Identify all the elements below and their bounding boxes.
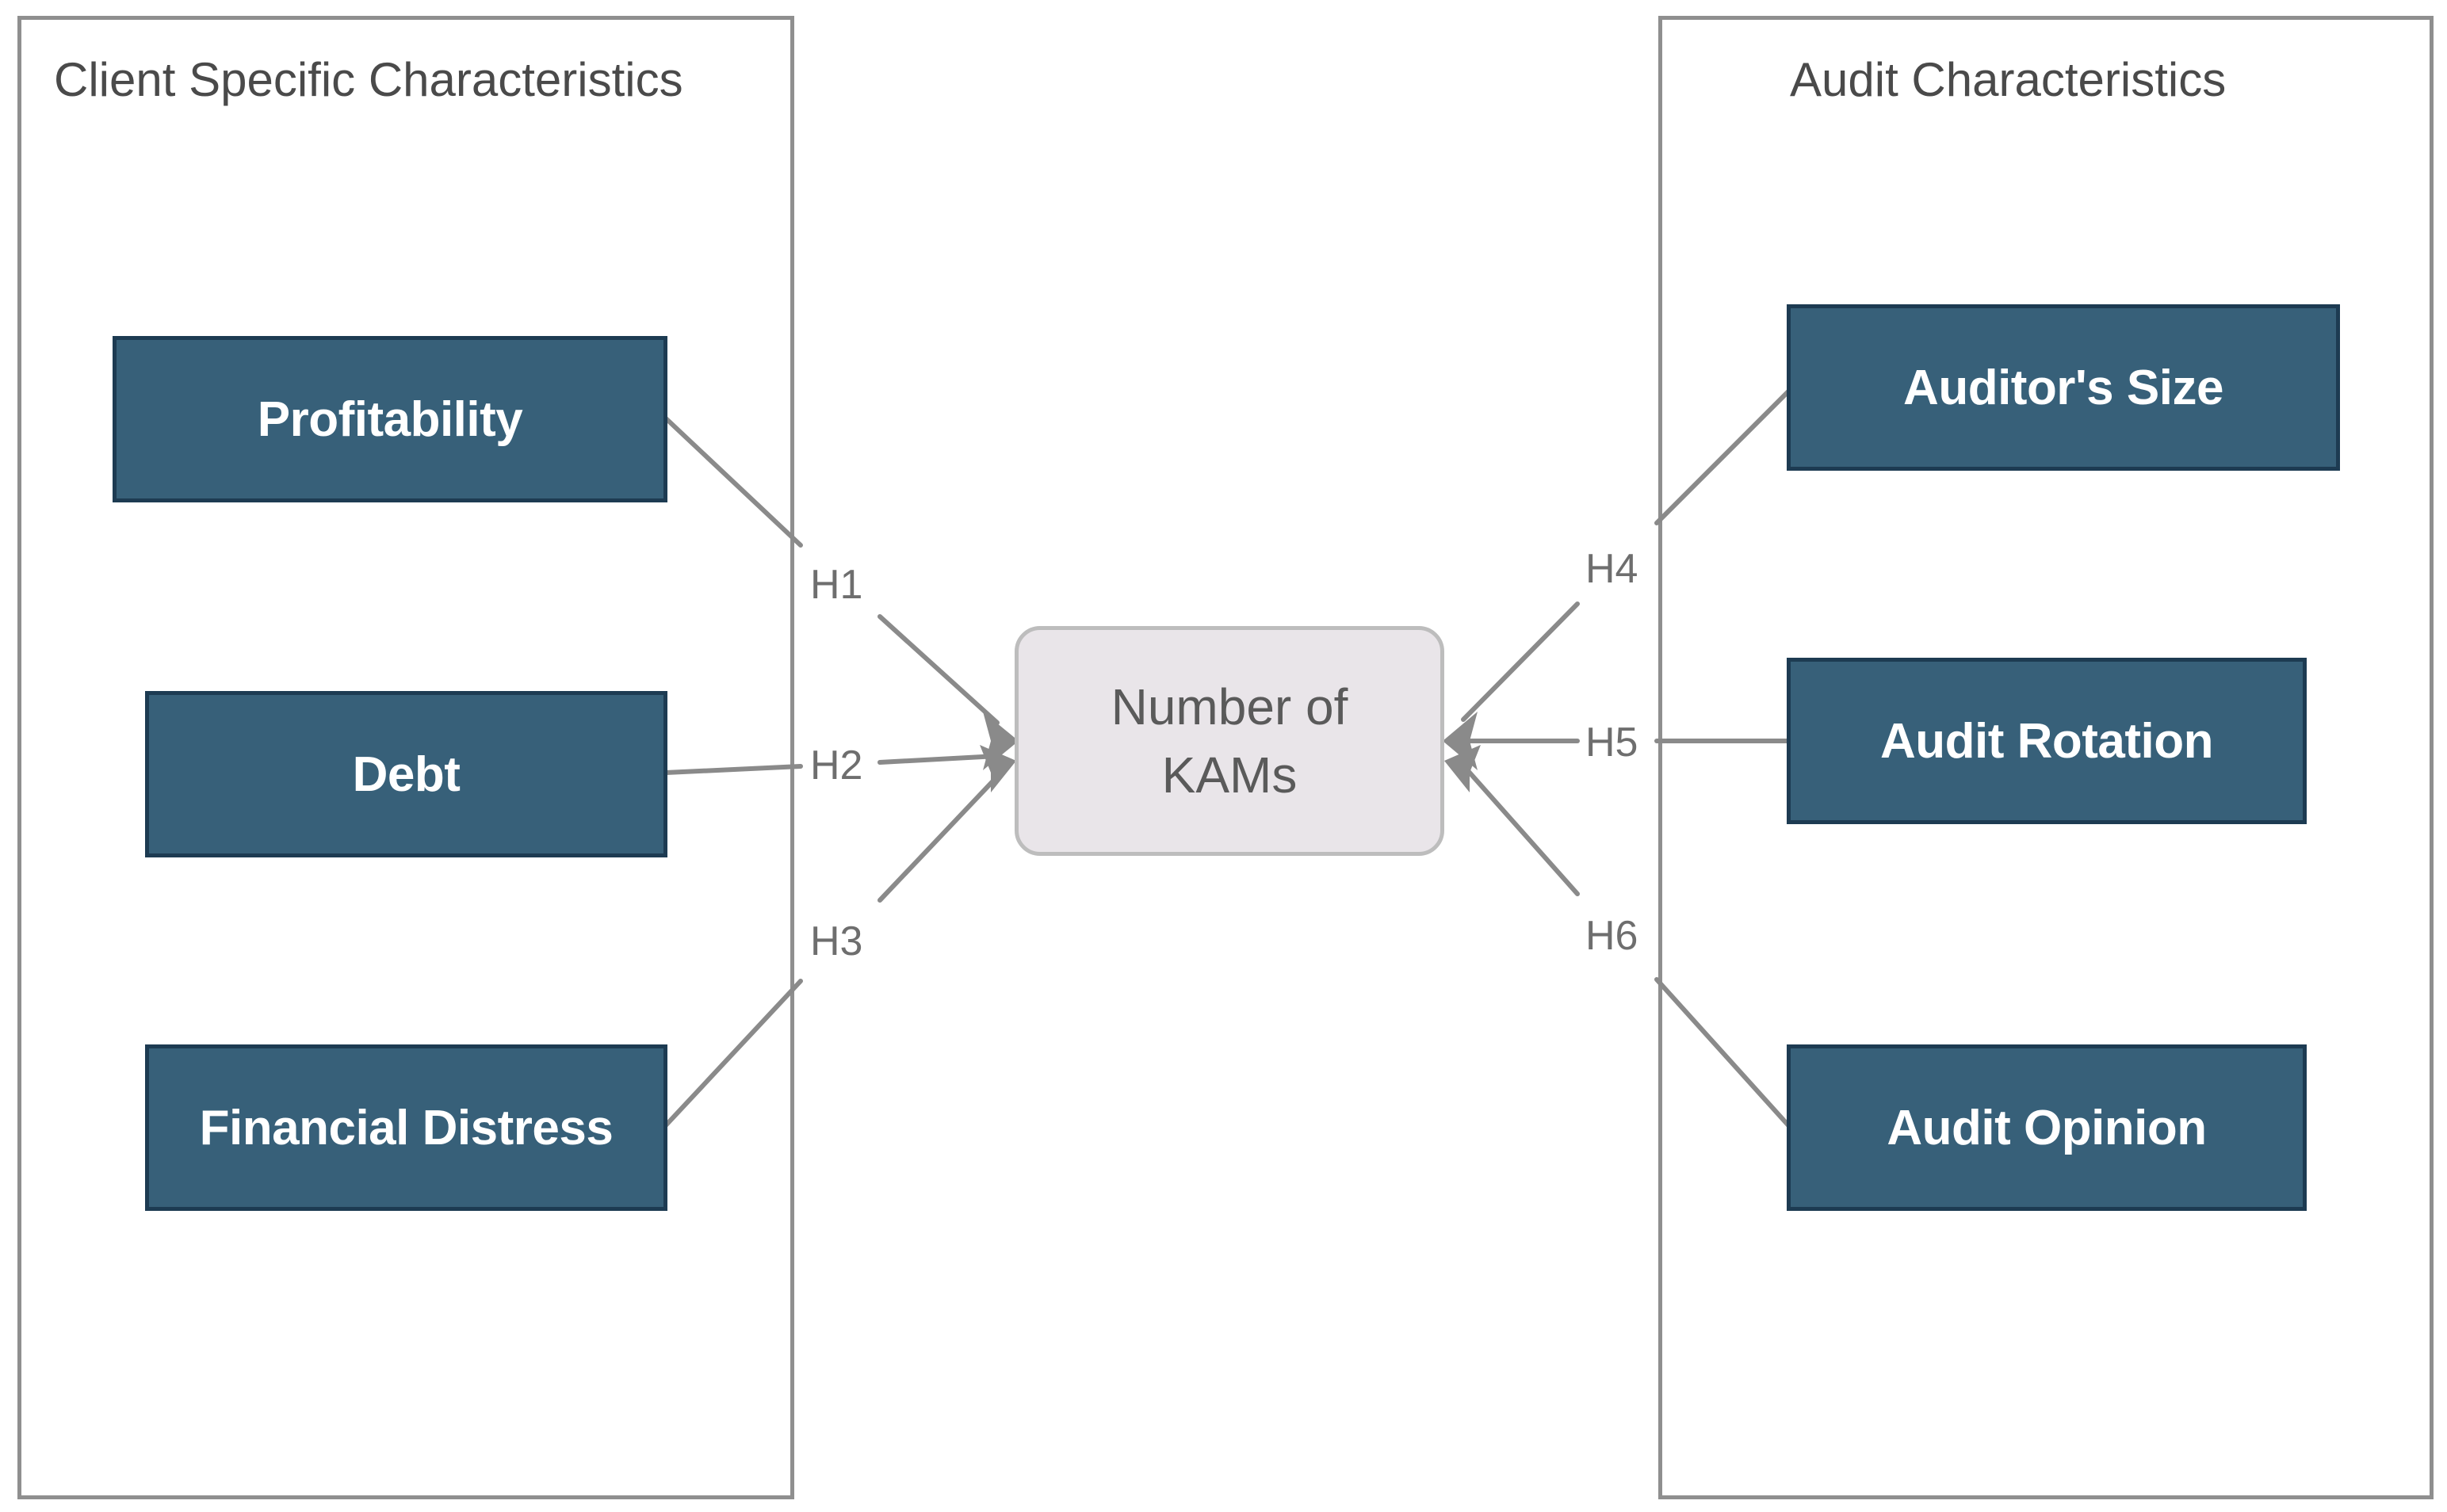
number-of-kams-box: Number of KAMs [1015, 626, 1444, 856]
financial-distress-box: Financial Distress [145, 1044, 667, 1211]
h2-connector [663, 764, 803, 775]
audit-characteristics-title: Audit Characteristics [1790, 53, 2227, 106]
h4-connector [1461, 601, 1580, 722]
h1-label: H1 [810, 562, 862, 608]
h5-label: H5 [1585, 720, 1638, 766]
h2-label: H2 [810, 743, 862, 788]
h2-connector [877, 754, 1000, 765]
client-characteristics-title: Client Specific Characteristics [54, 53, 683, 106]
h3-connector [663, 979, 803, 1128]
h4-connector [1654, 389, 1791, 525]
center-label-line2: KAMs [1161, 746, 1298, 804]
arrowhead [980, 745, 1016, 792]
h6-connector [1461, 763, 1580, 896]
debt-box: Debt [145, 691, 667, 857]
auditors-size-box: Auditor's Size [1787, 304, 2340, 471]
h1-connector [663, 416, 803, 548]
h1-connector [877, 614, 1000, 725]
arrowhead [1444, 745, 1481, 792]
h3-connector [877, 774, 1000, 903]
audit-rotation-box: Audit Rotation [1787, 658, 2307, 824]
h6-label: H6 [1585, 913, 1638, 959]
h4-label: H4 [1585, 546, 1638, 592]
profitability-box: Profitability [113, 336, 667, 502]
h3-label: H3 [810, 918, 862, 964]
center-label-line1: Number of [1111, 678, 1348, 735]
h6-connector [1654, 977, 1791, 1128]
audit-opinion-box: Audit Opinion [1787, 1044, 2307, 1211]
